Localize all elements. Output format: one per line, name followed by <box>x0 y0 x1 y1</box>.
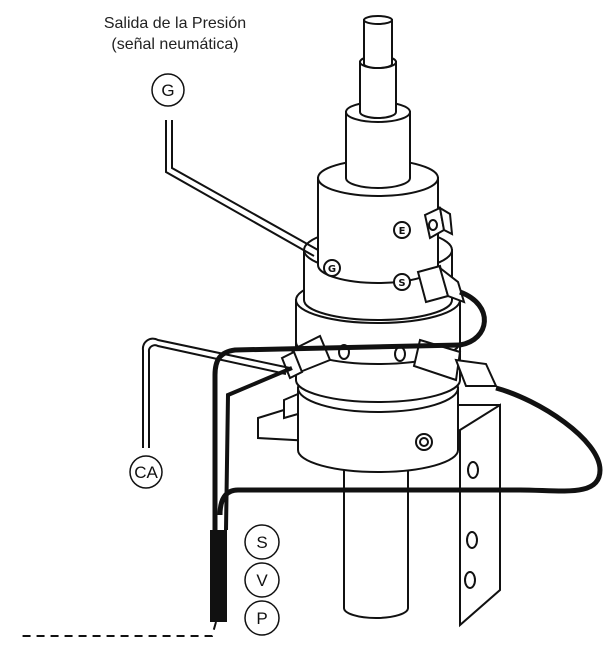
right-fitting <box>412 338 498 387</box>
port-g-label: G <box>328 264 336 275</box>
callout-air-supply: CA <box>129 455 163 489</box>
callout-p: P <box>244 600 280 636</box>
sensor-cable <box>20 621 217 637</box>
black-tubing <box>212 289 603 531</box>
callout-output-label: G <box>161 81 174 100</box>
left-fitting <box>280 334 332 380</box>
port-e-label: E <box>399 226 406 237</box>
output-signal-line <box>165 120 319 257</box>
port-markers: E G S <box>323 221 411 291</box>
support-post <box>343 469 409 619</box>
callout-s: S <box>244 524 280 560</box>
adjusting-stem <box>359 15 397 119</box>
output-caption-line1: Salida de la Presión <box>103 15 247 32</box>
callout-v-label: V <box>256 571 268 590</box>
e-port-plug <box>423 206 454 240</box>
callout-s-label: S <box>256 533 267 552</box>
callout-output: G <box>151 73 185 107</box>
callout-v: V <box>244 562 280 598</box>
port-s-label: S <box>398 278 405 289</box>
sensor-probe <box>210 530 227 622</box>
output-caption-line2: (señal neumática) <box>111 36 239 53</box>
output-caption: Salida de la Presión (señal neumática) <box>60 13 290 55</box>
callout-p-label: P <box>256 609 267 628</box>
supply-air-line <box>141 337 291 448</box>
callout-air-supply-label: CA <box>134 463 158 482</box>
s-port-fitting <box>416 264 466 304</box>
